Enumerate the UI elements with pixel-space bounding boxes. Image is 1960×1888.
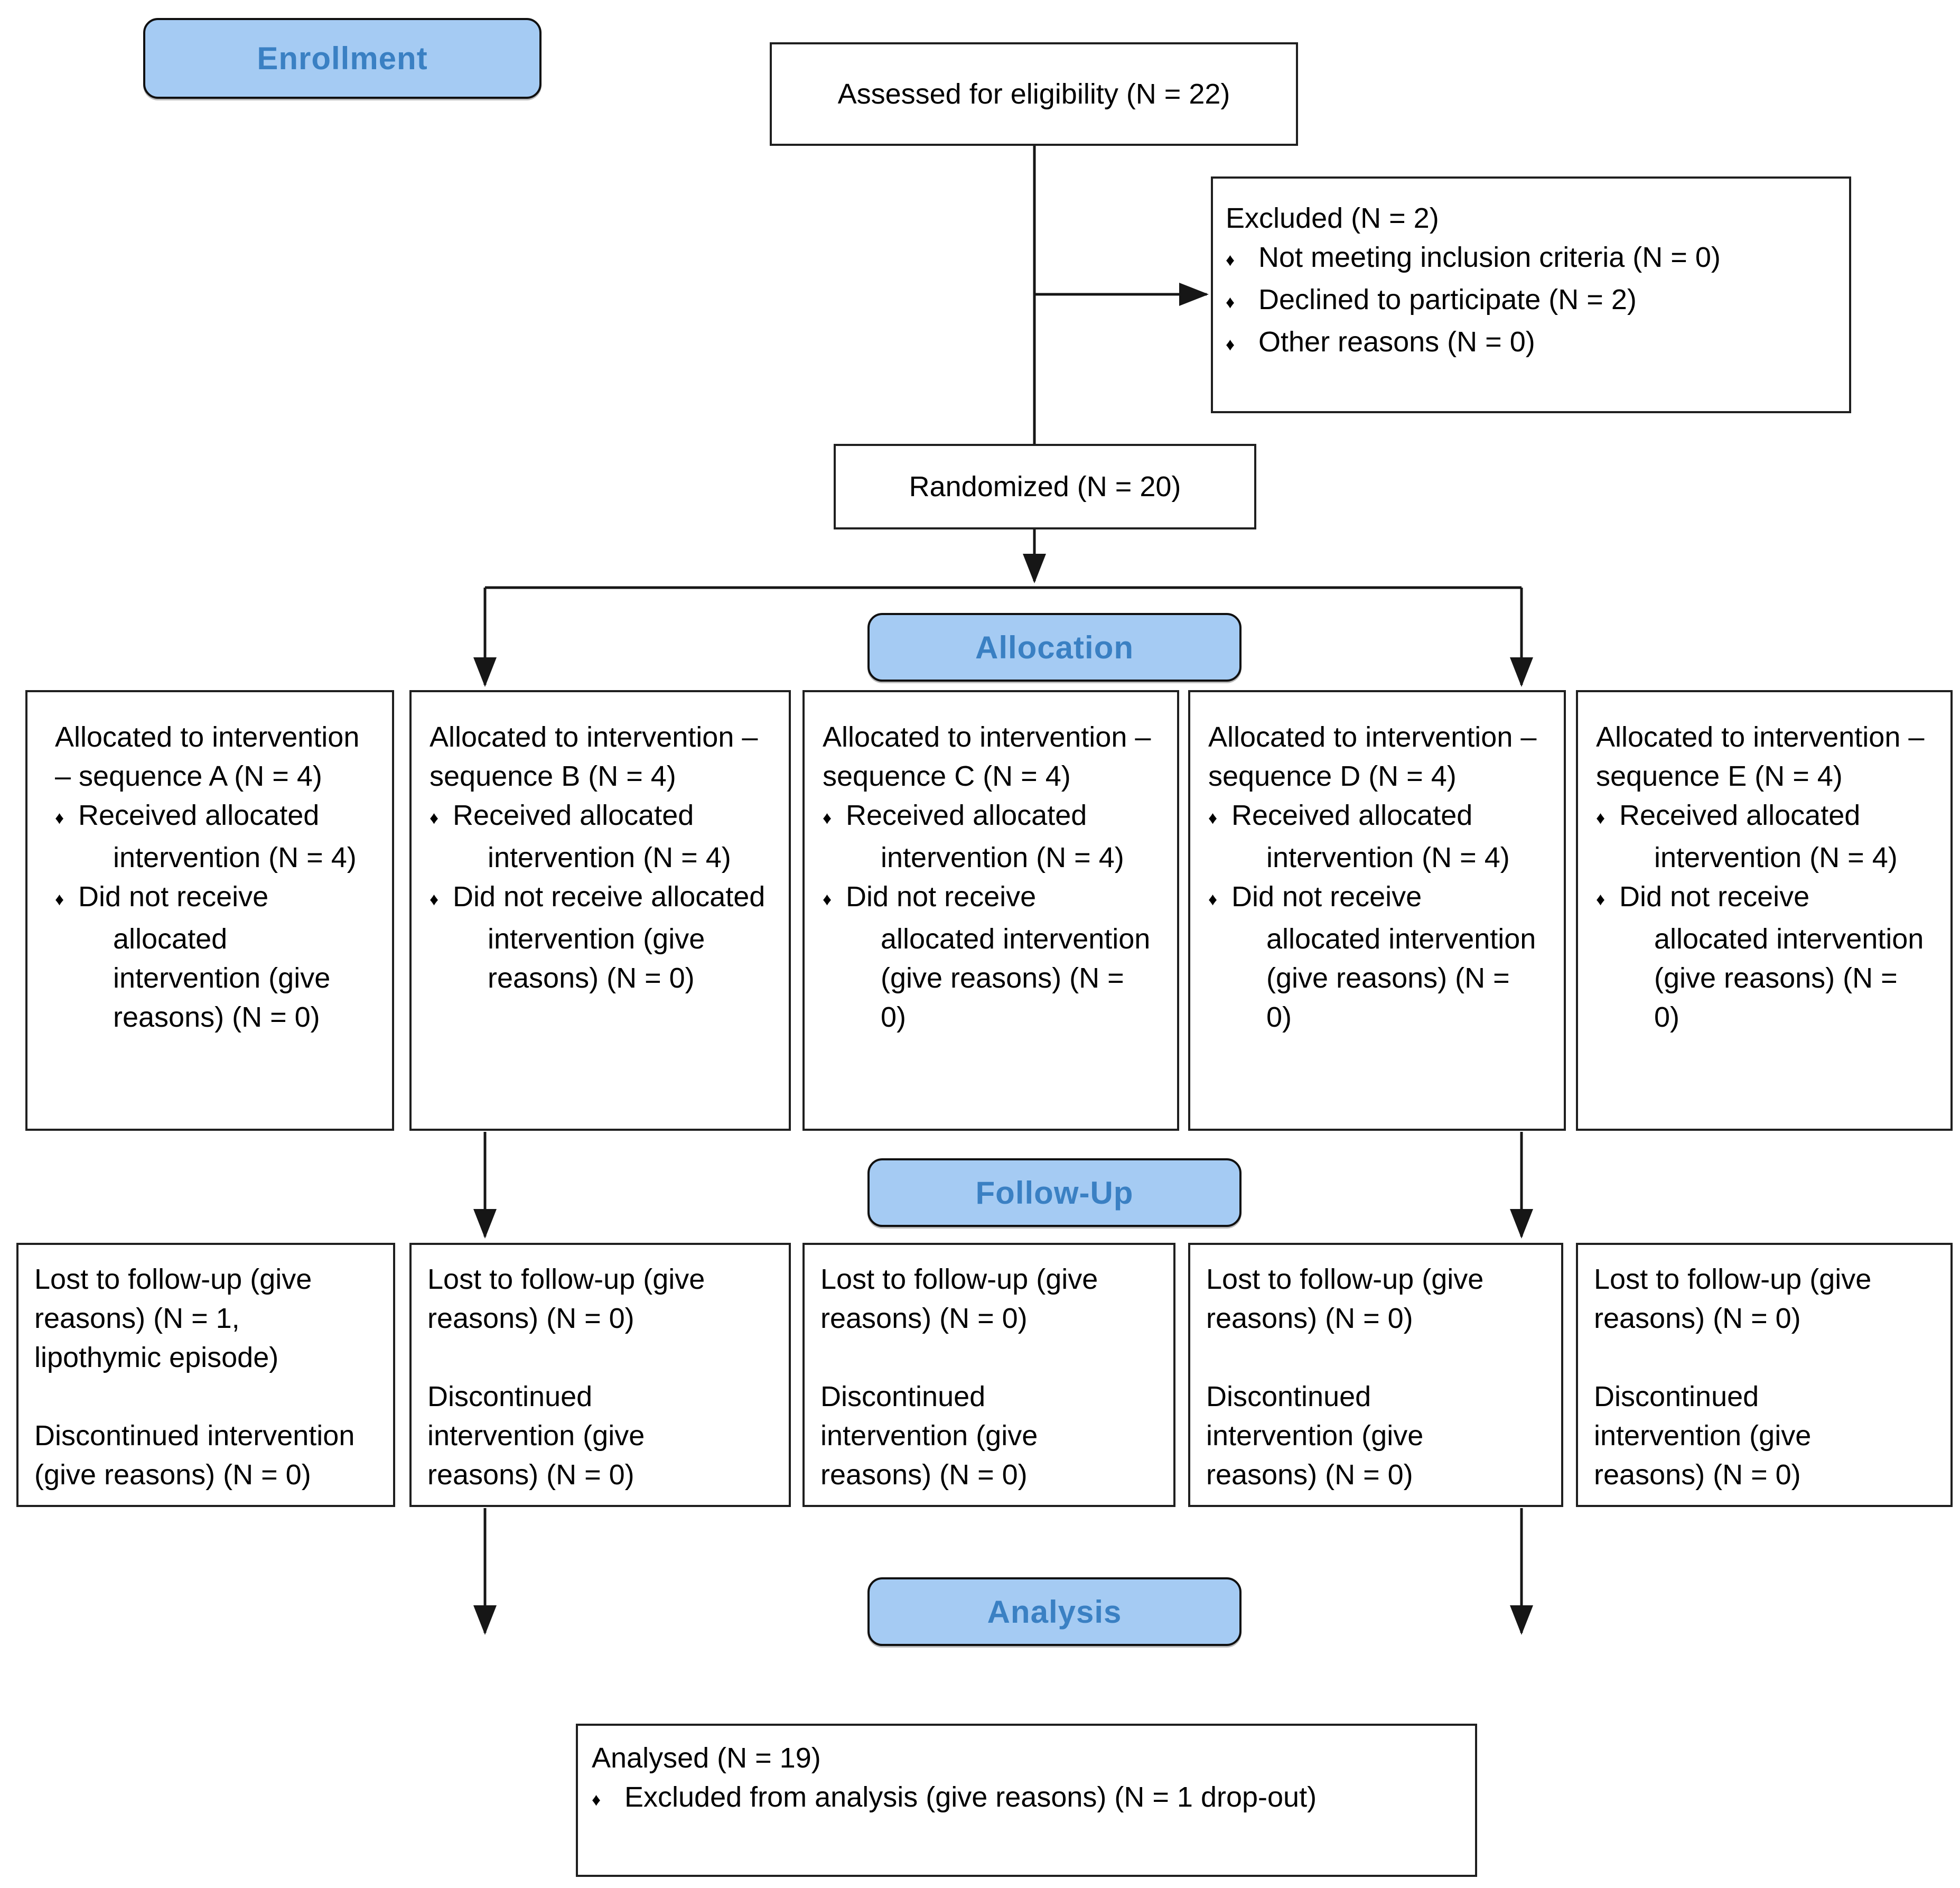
diamond-bullet-icon: ♦ [1208, 808, 1218, 828]
allocation-received-text: Received allocated intervention (N = 4) [1231, 799, 1510, 873]
randomized-text: Randomized (N = 20) [909, 471, 1181, 503]
stage-badge-enrollment: Enrollment [143, 18, 542, 99]
followup-discontinued-text: Discontinued intervention (give reasons)… [820, 1381, 1038, 1491]
diamond-bullet-icon: ♦ [430, 890, 439, 909]
diamond-bullet-icon: ♦ [430, 808, 439, 828]
allocation-box-sequence-c: Allocated to intervention – sequence C (… [802, 690, 1179, 1131]
box-analysed: Analysed (N = 19) ♦ Excluded from analysi… [576, 1724, 1477, 1877]
allocation-title: Allocated to intervention – sequence A (… [55, 721, 360, 792]
followup-discontinued-text: Discontinued intervention (give reasons)… [34, 1420, 355, 1491]
stage-badge-followup-label: Follow-Up [975, 1175, 1134, 1211]
diamond-bullet-icon: ♦ [1596, 890, 1606, 909]
allocation-received-text: Received allocated intervention (N = 4) [453, 799, 731, 873]
followup-box-sequence-d: Lost to follow-up (give reasons) (N = 0)… [1188, 1243, 1563, 1507]
excluded-item: ♦ Declined to participate (N = 2) [1226, 280, 1828, 322]
diamond-bullet-icon: ♦ [823, 890, 832, 909]
excluded-title: Excluded (N = 2) [1226, 202, 1439, 234]
allocation-not-received-item: ♦ Did not receive allocated intervention … [1596, 877, 1927, 1037]
diamond-bullet-icon: ♦ [1226, 293, 1235, 312]
diamond-bullet-icon: ♦ [592, 1790, 601, 1810]
followup-lost-text: Lost to follow-up (give reasons) (N = 0) [1594, 1263, 1872, 1334]
box-randomized: Randomized (N = 20) [834, 444, 1256, 529]
allocation-received-text: Received allocated intervention (N = 4) [78, 799, 357, 873]
stage-badge-allocation-label: Allocation [975, 629, 1134, 665]
excluded-item-text: Not meeting inclusion criteria (N = 0) [1258, 241, 1721, 273]
analysed-excluded-text: Excluded from analysis (give reasons) (N… [624, 1781, 1317, 1813]
allocation-not-received-item: ♦ Did not receive allocated intervention … [823, 877, 1154, 1037]
box-assessed-eligibility: Assessed for eligibility (N = 22) [770, 42, 1298, 146]
stage-badge-analysis-label: Analysis [987, 1594, 1122, 1630]
followup-box-sequence-c: Lost to follow-up (give reasons) (N = 0)… [802, 1243, 1175, 1507]
diamond-bullet-icon: ♦ [55, 808, 64, 828]
diamond-bullet-icon: ♦ [1208, 890, 1218, 909]
allocation-not-received-text: Did not receive allocated intervention (… [1619, 881, 1924, 1033]
followup-discontinued-text: Discontinued intervention (give reasons)… [1594, 1381, 1812, 1491]
allocation-title: Allocated to intervention – sequence D (… [1208, 721, 1537, 792]
excluded-item: ♦ Not meeting inclusion criteria (N = 0) [1226, 238, 1828, 280]
followup-box-sequence-b: Lost to follow-up (give reasons) (N = 0)… [409, 1243, 791, 1507]
followup-lost-text: Lost to follow-up (give reasons) (N = 1,… [34, 1263, 312, 1373]
diamond-bullet-icon: ♦ [823, 808, 832, 828]
analysed-excluded-item: ♦ Excluded from analysis (give reasons) (… [592, 1778, 1454, 1820]
followup-discontinued-text: Discontinued intervention (give reasons)… [1206, 1381, 1424, 1491]
allocation-received-item: ♦ Received allocated intervention (N = 4) [823, 796, 1154, 877]
allocation-not-received-item: ♦ Did not receive allocated intervention … [1208, 877, 1541, 1037]
allocation-box-sequence-b: Allocated to intervention – sequence B (… [409, 690, 791, 1131]
excluded-item: ♦ Other reasons (N = 0) [1226, 322, 1828, 365]
stage-badge-allocation: Allocation [867, 613, 1242, 682]
allocation-title: Allocated to intervention – sequence B (… [430, 721, 758, 792]
followup-discontinued-text: Discontinued intervention (give reasons)… [427, 1381, 645, 1491]
allocation-received-text: Received allocated intervention (N = 4) [846, 799, 1124, 873]
excluded-item-text: Declined to participate (N = 2) [1258, 284, 1637, 315]
allocation-not-received-item: ♦ Did not receive allocated intervention … [55, 877, 367, 1037]
allocation-not-received-text: Did not receive allocated intervention (… [78, 881, 331, 1033]
diamond-bullet-icon: ♦ [55, 890, 64, 909]
excluded-item-text: Other reasons (N = 0) [1258, 326, 1535, 358]
allocation-box-sequence-d: Allocated to intervention – sequence D (… [1188, 690, 1566, 1131]
followup-box-sequence-e: Lost to follow-up (give reasons) (N = 0)… [1576, 1243, 1953, 1507]
box-excluded: Excluded (N = 2) ♦ Not meeting inclusion … [1211, 176, 1851, 413]
diamond-bullet-icon: ♦ [1596, 808, 1606, 828]
stage-badge-enrollment-label: Enrollment [257, 41, 428, 76]
allocation-title: Allocated to intervention – sequence C (… [823, 721, 1151, 792]
assessed-eligibility-text: Assessed for eligibility (N = 22) [837, 78, 1230, 110]
allocation-received-item: ♦ Received allocated intervention (N = 4) [55, 796, 367, 877]
stage-badge-analysis: Analysis [867, 1577, 1242, 1646]
analysed-title: Analysed (N = 19) [592, 1742, 821, 1774]
diamond-bullet-icon: ♦ [1226, 250, 1235, 270]
followup-box-sequence-a: Lost to follow-up (give reasons) (N = 1,… [16, 1243, 395, 1507]
diamond-bullet-icon: ♦ [1226, 335, 1235, 355]
allocation-not-received-text: Did not receive allocated intervention (… [1231, 881, 1536, 1033]
allocation-not-received-text: Did not receive allocated intervention (… [846, 881, 1151, 1033]
allocation-not-received-item: ♦ Did not receive allocated intervention … [430, 877, 766, 998]
followup-lost-text: Lost to follow-up (give reasons) (N = 0) [1206, 1263, 1484, 1334]
allocation-box-sequence-e: Allocated to intervention – sequence E (… [1576, 690, 1953, 1131]
allocation-not-received-text: Did not receive allocated intervention (… [453, 881, 766, 994]
allocation-title: Allocated to intervention – sequence E (… [1596, 721, 1925, 792]
allocation-received-item: ♦ Received allocated intervention (N = 4) [1596, 796, 1927, 877]
allocation-received-item: ♦ Received allocated intervention (N = 4) [1208, 796, 1541, 877]
allocation-received-text: Received allocated intervention (N = 4) [1619, 799, 1898, 873]
followup-lost-text: Lost to follow-up (give reasons) (N = 0) [427, 1263, 705, 1334]
followup-lost-text: Lost to follow-up (give reasons) (N = 0) [820, 1263, 1098, 1334]
allocation-box-sequence-a: Allocated to intervention – sequence A (… [25, 690, 394, 1131]
stage-badge-followup: Follow-Up [867, 1158, 1242, 1227]
allocation-received-item: ♦ Received allocated intervention (N = 4) [430, 796, 766, 877]
